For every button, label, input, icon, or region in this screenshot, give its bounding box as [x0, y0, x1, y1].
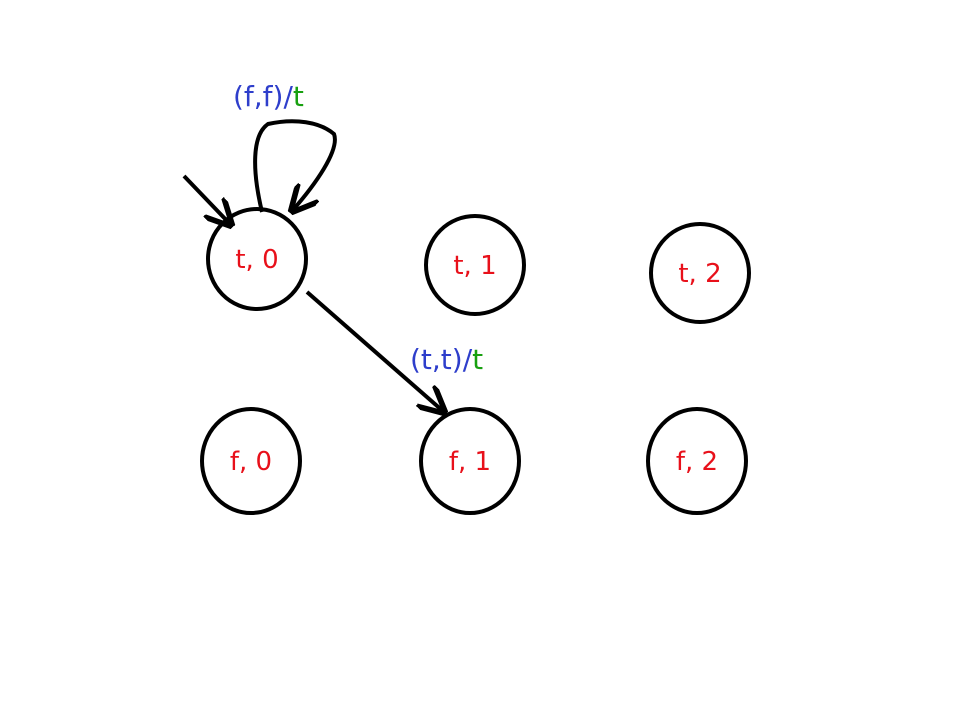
transition-t0-f1-slash: /: [463, 343, 473, 376]
state-f1-circle: [419, 407, 521, 515]
transition-t0-f1-output: t: [472, 343, 483, 376]
transition-arrow-t0-f1: [305, 290, 444, 412]
self-loop-slash: /: [283, 80, 293, 113]
state-f0: f, 0: [200, 407, 302, 515]
transition-t0-f1-input: (t,t): [410, 343, 463, 376]
state-t2: t, 2: [649, 222, 751, 324]
state-t1: t, 1: [424, 214, 526, 316]
transition-t0-f1-label: (t,t)/t: [410, 343, 483, 376]
state-f2-circle: [646, 407, 748, 515]
self-loop-input: (f,f): [233, 80, 283, 113]
state-f2-label: f, 2: [676, 447, 718, 477]
self-loop-output: t: [293, 80, 304, 113]
state-f1: f, 1: [419, 407, 521, 515]
start-arrow: [182, 174, 231, 225]
state-f0-circle: [200, 407, 302, 515]
state-f1-label: f, 1: [449, 447, 491, 477]
state-t2-circle: [649, 222, 751, 324]
state-f2: f, 2: [646, 407, 748, 515]
self-loop-arrow: [253, 119, 337, 212]
state-f0-label: f, 0: [230, 447, 272, 477]
state-t1-circle: [424, 214, 526, 316]
state-t0-label: t, 0: [235, 245, 278, 275]
state-t0: t, 0: [206, 207, 308, 311]
self-loop-label: (f,f)/t: [233, 80, 304, 113]
state-t1-label: t, 1: [453, 251, 496, 281]
state-t0-circle: [206, 207, 308, 311]
state-t2-label: t, 2: [678, 259, 721, 289]
